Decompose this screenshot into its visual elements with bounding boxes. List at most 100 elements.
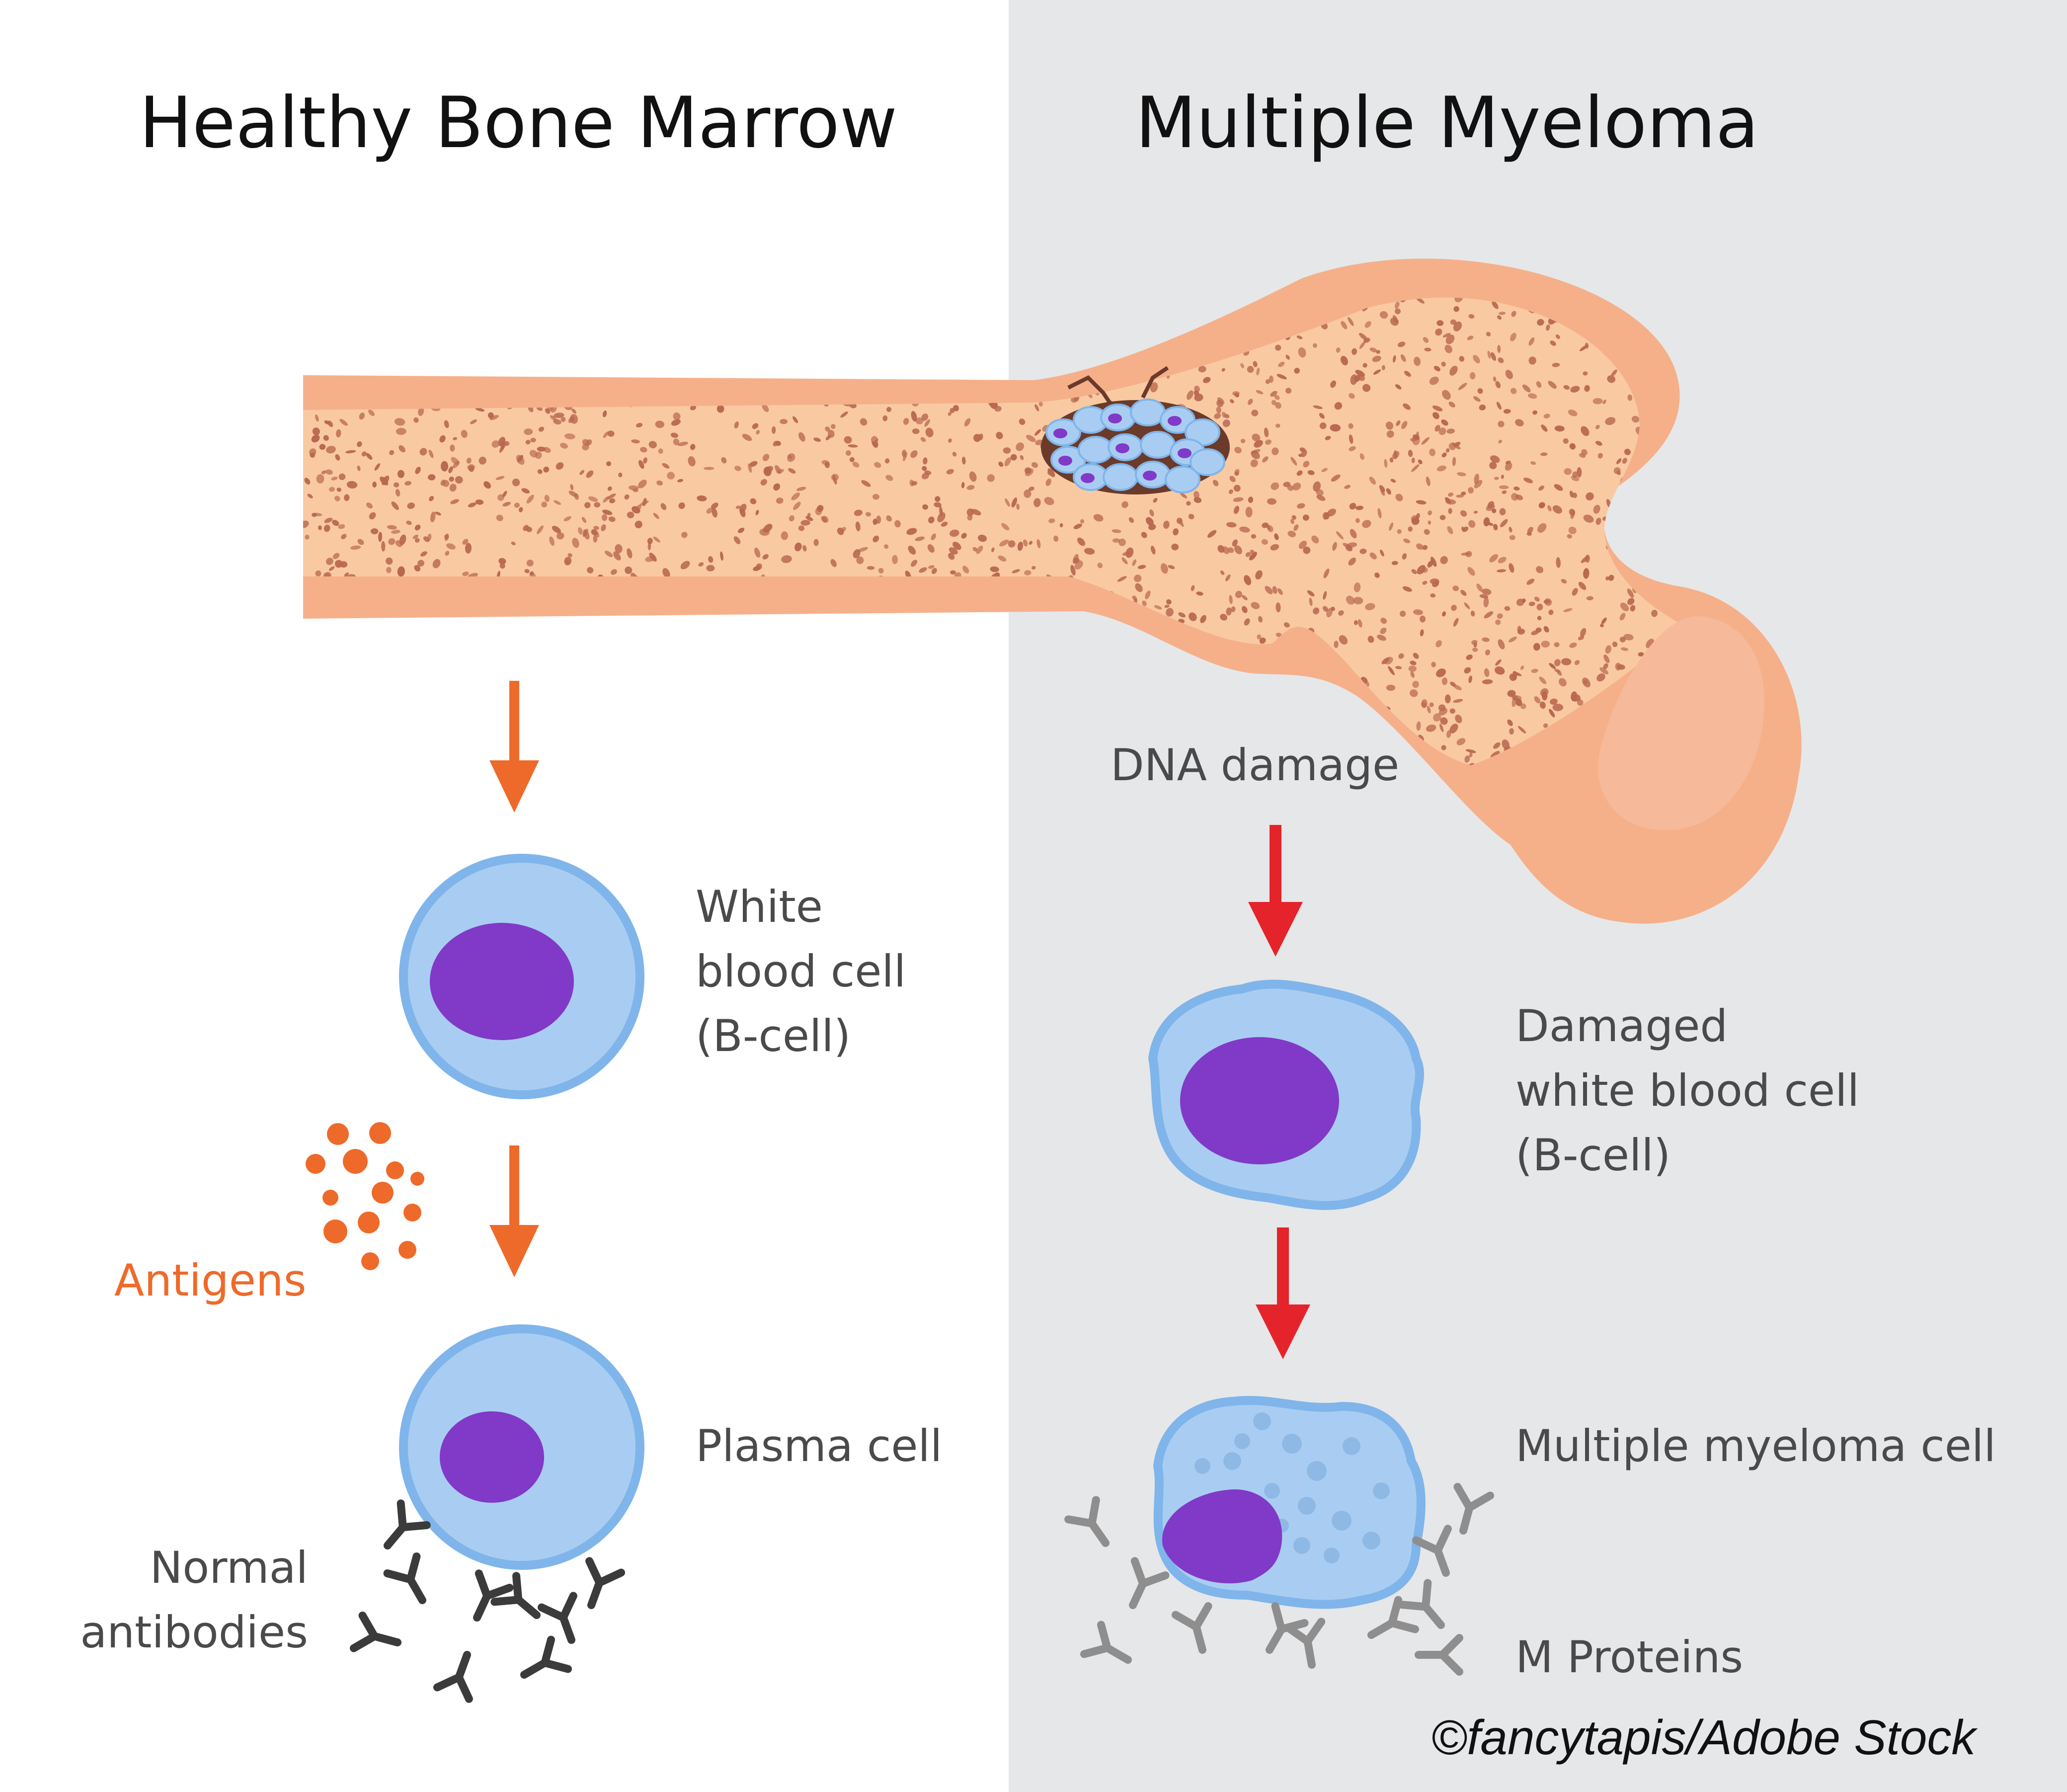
marrow-speckle — [454, 297, 461, 300]
marrow-speckle — [797, 655, 805, 659]
marrow-speckle — [830, 367, 836, 372]
marrow-speckle — [318, 653, 325, 657]
marrow-speckle — [667, 341, 675, 350]
marrow-speckle — [961, 707, 971, 713]
marrow-speckle — [1090, 615, 1097, 620]
marrow-speckle — [1416, 500, 1427, 505]
marrow-speckle — [1454, 297, 1463, 303]
marrow-speckle — [699, 339, 706, 346]
marrow-speckle — [608, 286, 621, 298]
marrow-speckle — [1052, 698, 1058, 707]
marrow-speckle — [1648, 504, 1654, 509]
marrow-speckle — [575, 318, 580, 323]
marrow-speckle — [1188, 305, 1195, 313]
marrow-speckle — [823, 738, 829, 744]
marrow-speckle — [1353, 597, 1363, 605]
marrow-speckle — [998, 461, 1004, 467]
marrow-speckle — [603, 431, 609, 438]
marrow-speckle — [1276, 374, 1287, 380]
marrow-speckle — [376, 301, 382, 307]
marrow-speckle — [467, 678, 472, 685]
marrow-speckle — [676, 339, 687, 343]
marrow-speckle — [578, 527, 583, 535]
marrow-speckle — [601, 514, 608, 521]
marrow-speckle — [1016, 714, 1023, 721]
marrow-speckle — [857, 282, 862, 291]
marrow-speckle — [357, 649, 366, 656]
marrow-speckle — [333, 729, 342, 737]
marrow-speckle — [541, 501, 548, 508]
marrow-speckle — [639, 637, 647, 642]
marrow-speckle — [697, 747, 704, 752]
marrow-speckle — [1410, 660, 1417, 665]
marrow-speckle — [1034, 666, 1041, 674]
marrow-speckle — [570, 484, 574, 490]
marrow-speckle — [644, 297, 649, 300]
marrow-speckle — [1450, 681, 1456, 687]
marrow-speckle — [1036, 344, 1044, 352]
marrow-speckle — [1606, 278, 1615, 286]
femoral-head-highlight — [1598, 616, 1765, 830]
marrow-speckle — [1461, 552, 1470, 556]
marrow-speckle — [334, 495, 340, 501]
marrow-speckle — [725, 617, 731, 622]
marrow-speckle — [1554, 659, 1561, 666]
marrow-speckle — [1275, 602, 1281, 613]
marrow-speckle — [985, 369, 990, 374]
marrow-speckle — [387, 341, 395, 346]
marrow-speckle — [1181, 692, 1187, 699]
marrow-speckle — [815, 649, 821, 660]
marrow-speckle — [1052, 290, 1063, 296]
marrow-speckle — [1021, 616, 1029, 623]
marrow-speckle — [1552, 362, 1560, 367]
marrow-speckle — [926, 749, 933, 754]
marrow-speckle — [1498, 420, 1505, 427]
marrow-speckle — [754, 547, 761, 558]
marrow-speckle — [752, 306, 763, 314]
marrow-speckle — [1445, 448, 1450, 453]
label-antigens: Antigens — [114, 1255, 307, 1306]
marrow-speckle — [1538, 502, 1545, 508]
marrow-speckle — [622, 369, 626, 375]
marrow-speckle — [580, 649, 586, 656]
marrow-speckle — [867, 566, 875, 570]
marrow-speckle — [515, 665, 522, 675]
marrow-speckle — [1209, 313, 1216, 320]
marrow-speckle — [1665, 534, 1670, 542]
marrow-speckle — [1189, 285, 1196, 294]
marrow-speckle — [987, 332, 992, 338]
marrow-speckle — [1473, 355, 1480, 364]
marrow-speckle — [1667, 337, 1675, 348]
marrow-speckle — [1586, 492, 1594, 500]
marrow-speckle — [555, 344, 561, 349]
marrow-speckle — [974, 275, 983, 284]
marrow-speckle — [855, 746, 863, 755]
marrow-speckle — [1203, 377, 1211, 383]
marrow-speckle — [829, 322, 839, 328]
marrow-speckle — [1456, 494, 1464, 498]
marrow-speckle — [690, 405, 697, 410]
marrow-speckle — [1219, 297, 1226, 299]
marrow-speckle — [445, 551, 450, 556]
marrow-speckle — [1369, 477, 1376, 485]
marrow-speckle — [1187, 390, 1193, 400]
marrow-speckle — [449, 484, 457, 492]
marrow-speckle — [1599, 667, 1609, 674]
marrow-speckle — [637, 480, 647, 489]
marrow-speckle — [1432, 580, 1439, 587]
marrow-speckle — [465, 543, 472, 554]
marrow-speckle — [357, 441, 362, 447]
marrow-speckle — [344, 572, 349, 577]
marrow-speckle — [1489, 462, 1497, 470]
marrow-speckle — [397, 566, 405, 577]
marrow-speckle — [1021, 292, 1029, 296]
marrow-speckle — [1294, 703, 1301, 710]
marrow-speckle — [625, 276, 636, 287]
marrow-speckle — [374, 709, 383, 713]
marrow-speckle — [320, 724, 326, 730]
marrow-speckle — [1400, 610, 1406, 617]
marrow-speckle — [1539, 701, 1546, 709]
marrow-speckle — [776, 648, 783, 653]
marrow-speckle — [1153, 497, 1158, 503]
marrow-speckle — [1682, 435, 1684, 443]
